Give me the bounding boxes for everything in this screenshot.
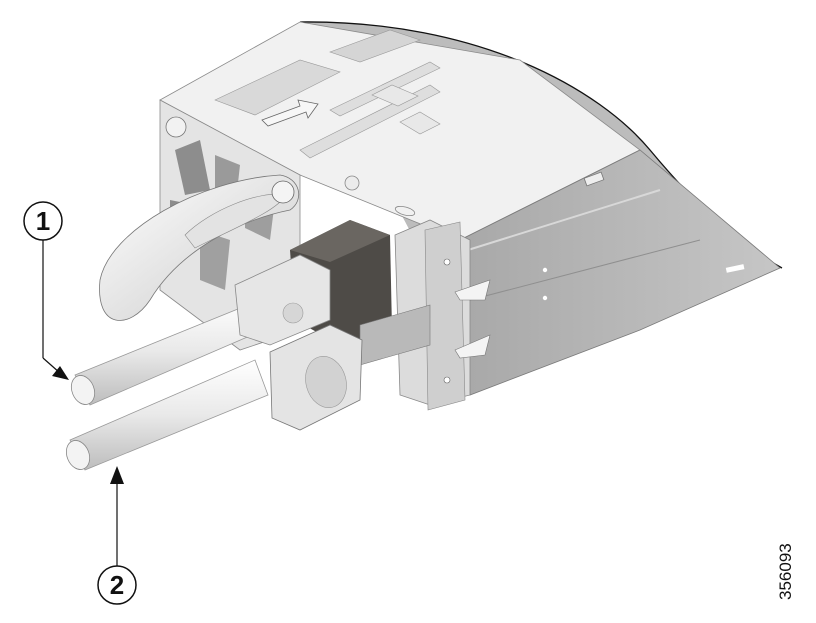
screw-icon xyxy=(165,116,187,138)
dc-cable-upper xyxy=(70,254,331,406)
screw-icon xyxy=(344,175,360,191)
callout-1: 1 xyxy=(23,201,69,380)
arrow-head-icon xyxy=(52,366,69,380)
screw-icon xyxy=(271,180,295,204)
callout-1-label: 1 xyxy=(36,206,50,236)
arrow-head-icon xyxy=(110,466,124,484)
direction-arrow-icon xyxy=(261,99,319,127)
power-supply-handle xyxy=(99,174,300,321)
callout-2-label: 2 xyxy=(110,570,124,600)
power-supply-chassis xyxy=(159,21,781,411)
figure-number: 356093 xyxy=(776,543,795,600)
callout-2: 2 xyxy=(97,466,137,605)
dc-cable-lower xyxy=(65,324,363,471)
